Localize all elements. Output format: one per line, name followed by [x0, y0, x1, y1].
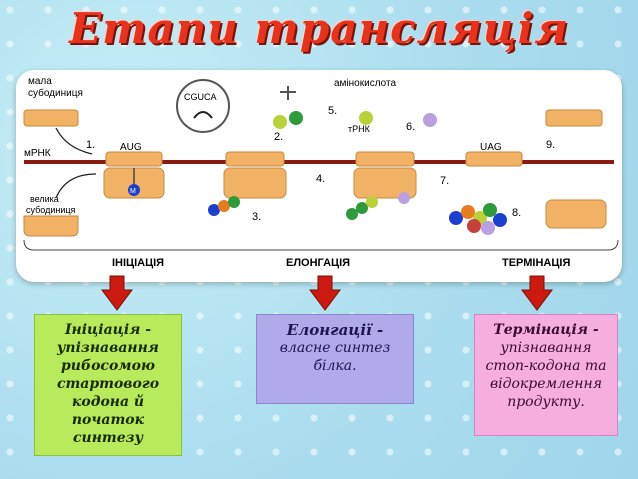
termination-line: упізнавання [500, 340, 592, 356]
large-subunit [23, 215, 79, 237]
phase-termination: ТЕРМІНАЦІЯ [502, 257, 570, 269]
step-1: 1. [86, 139, 95, 151]
page-title: Етапи трансляція [69, 4, 569, 53]
termination-line: відокремлення [489, 376, 603, 392]
trna-label: тРНК [348, 124, 371, 134]
anticodon-callout [176, 79, 230, 133]
phase-elongation: ЕЛОНГАЦІЯ [286, 257, 350, 269]
initiation-line: упізнавання [57, 340, 159, 356]
arrow-step-1 [55, 127, 93, 155]
start-codon-label: AUG [120, 142, 142, 153]
step-8: 8. [512, 207, 521, 219]
stop-codon-label: UAG [480, 142, 502, 153]
ribosome-2-top [225, 151, 285, 167]
mrna-label: мРНК [24, 148, 51, 159]
diagram-panel: мала субодиниця мРНК велика субодиниця 1… [16, 70, 622, 282]
initiation-line: синтезу [73, 430, 143, 446]
large-subunit-label-2: субодиниця [26, 205, 75, 215]
step-9: 9. [546, 139, 555, 151]
phase-initiation: ІНІЦІАЦІЯ [112, 257, 164, 269]
m-label: M [130, 188, 136, 195]
step-3: 3. [252, 211, 261, 223]
translation-diagram: мала субодиниця мРНК велика субодиниця 1… [23, 76, 619, 269]
elongation-line: власне синтез [279, 340, 391, 356]
ribosome-1-top [105, 151, 163, 167]
ribosome-4-top [465, 151, 523, 167]
small-subunit [23, 109, 79, 127]
amino-acid-label: амінокислота [334, 78, 396, 89]
trna-top [280, 86, 296, 100]
step-4: 4. [316, 173, 325, 185]
phase-bracket [23, 239, 619, 251]
ribosome-3-top [355, 151, 415, 167]
initiation-box: Ініціація - упізнавання рибосомою старто… [34, 314, 182, 456]
small-subunit-label-2: субодиниця [28, 87, 83, 99]
ribosome-2-bottom [223, 167, 287, 199]
step-5: 5. [328, 105, 337, 117]
methionine [128, 184, 140, 196]
initiation-lead: Ініціація - [64, 322, 152, 338]
ribosome-3-bottom [353, 167, 417, 199]
termination-line: продукту. [507, 394, 585, 410]
ribosome-released-bottom [545, 199, 607, 229]
step-7: 7. [440, 175, 449, 187]
large-subunit-label-1: велика [30, 194, 59, 204]
anticodon-label: CGUCA [184, 92, 217, 102]
initiation-line: стартового [56, 376, 160, 392]
step-2: 2. [274, 131, 283, 143]
elongation-line: білка. [313, 358, 357, 374]
step-6: 6. [406, 121, 415, 133]
arrow-large-in [55, 173, 97, 199]
termination-lead: Термінація - [493, 322, 599, 338]
termination-line: стоп-кодона та [485, 358, 607, 374]
initiation-line: рибосомою [61, 358, 155, 374]
elongation-lead: Елонгації - [286, 321, 384, 339]
termination-box: Термінація - упізнавання стоп-кодона та … [474, 314, 618, 436]
elongation-box: Елонгації - власне синтез білка. [256, 314, 414, 404]
small-subunit-label-1: мала [28, 76, 52, 87]
initiation-line: кодона й початок [71, 394, 145, 428]
ribosome-released-top [545, 109, 603, 127]
